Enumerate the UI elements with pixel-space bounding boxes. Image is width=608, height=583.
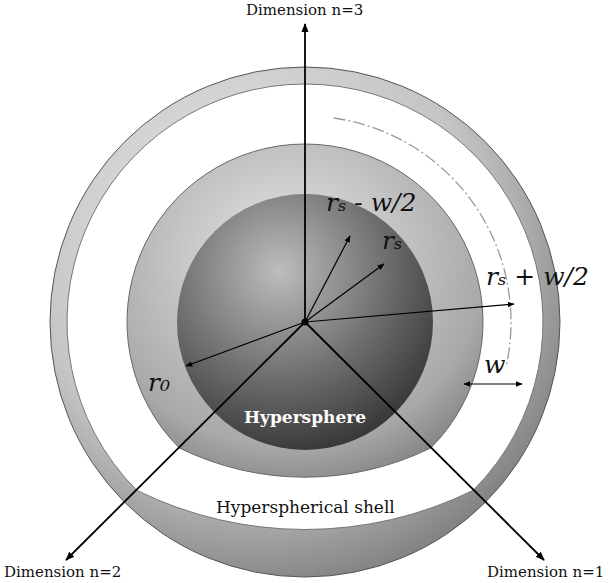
radius-label: rₛ + w/2 xyxy=(486,262,589,291)
radius-arrow xyxy=(305,264,384,322)
node-label: Hypersphere xyxy=(244,407,366,427)
radius-label: rₛ xyxy=(382,226,402,255)
origin-dot xyxy=(302,319,309,326)
radius-arrow xyxy=(305,236,350,322)
shell-region: Hyperspherical shell Hypersphere xyxy=(50,67,560,577)
axis-label: Dimension n=2 xyxy=(4,563,121,581)
radius-arrow xyxy=(305,304,514,322)
width-arrow xyxy=(464,383,522,384)
axis-n1 xyxy=(305,322,544,560)
radius-arrow xyxy=(186,322,305,366)
radius-label: rₛ - w/2 xyxy=(326,188,416,217)
radius-label: r₀ xyxy=(148,368,170,397)
axis-label: Dimension n=3 xyxy=(246,1,363,19)
width-label: w xyxy=(484,350,505,379)
node-label: Hyperspherical shell xyxy=(216,497,395,517)
axis-n3 xyxy=(304,24,306,322)
axis-label: Dimension n=1 xyxy=(487,563,604,581)
axis-n2 xyxy=(66,322,305,560)
